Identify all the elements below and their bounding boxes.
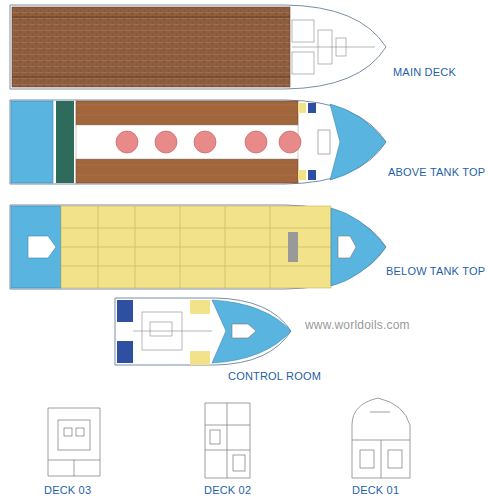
deck-title: BELOW TANK TOP <box>386 265 485 277</box>
deck-01-plan <box>352 398 410 478</box>
control-room-plan <box>115 298 291 365</box>
watermark: www.worldoils.com <box>305 318 410 332</box>
deck-title: DECK 03 <box>44 484 91 496</box>
above-tank-top-plan <box>10 100 386 184</box>
deck-title: MAIN DECK <box>393 66 456 78</box>
deck-title: DECK 01 <box>352 484 399 496</box>
deck-title: CONTROL ROOM <box>228 370 321 382</box>
deck-03-plan <box>48 408 100 476</box>
deck-02-plan <box>205 403 250 478</box>
deck-title: DECK 02 <box>204 484 251 496</box>
main-deck-plan <box>10 5 386 89</box>
below-tank-top-plan <box>10 205 386 289</box>
deck-title: ABOVE TANK TOP <box>388 166 485 178</box>
